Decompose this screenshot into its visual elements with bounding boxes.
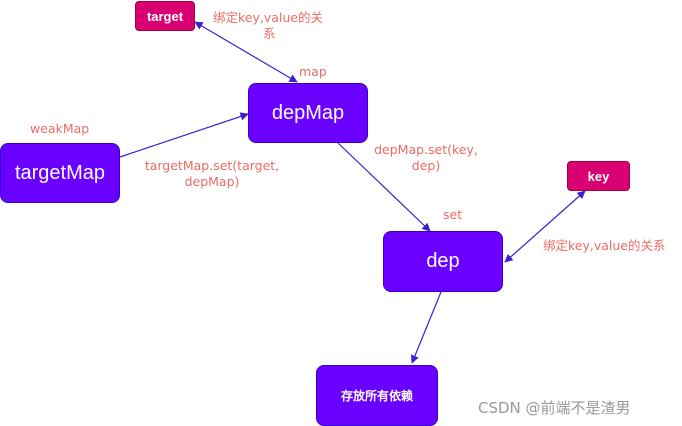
- label-bind-target-line2: 系: [263, 26, 276, 41]
- edge-key-dep: [504, 190, 586, 263]
- edge-targetmap-depmap: [119, 112, 249, 158]
- label-targetmap-set: targetMap.set(target, depMap): [142, 158, 282, 190]
- node-key[interactable]: key: [567, 161, 630, 191]
- node-depmap[interactable]: depMap: [248, 83, 368, 143]
- edge-target-depmap: [194, 21, 298, 83]
- node-targetmap[interactable]: targetMap: [0, 143, 120, 203]
- label-bind-target: 绑定key,value的关 系: [213, 10, 343, 42]
- watermark: CSDN @前端不是渣男: [478, 399, 631, 417]
- label-set: set: [443, 207, 463, 222]
- node-store-all-deps[interactable]: 存放所有依赖: [316, 365, 438, 426]
- edge-depmap-dep: [337, 142, 431, 232]
- node-dep[interactable]: dep: [383, 231, 503, 292]
- label-weakmap: weakMap: [30, 121, 90, 136]
- label-depmap-set-line1: depMap.set(key,: [374, 142, 478, 157]
- edge-dep-store: [410, 291, 442, 364]
- label-map: map: [299, 64, 327, 79]
- label-targetmap-set-line1: targetMap.set(target,: [144, 158, 280, 173]
- node-target[interactable]: target: [135, 1, 195, 31]
- label-targetmap-set-line2: depMap): [184, 174, 240, 189]
- label-depmap-set-line2: dep): [411, 158, 441, 173]
- label-bind-key: 绑定key,value的关系: [543, 238, 666, 253]
- label-bind-target-line1: 绑定key,value的关: [213, 10, 323, 25]
- label-depmap-set: depMap.set(key, dep): [371, 142, 481, 174]
